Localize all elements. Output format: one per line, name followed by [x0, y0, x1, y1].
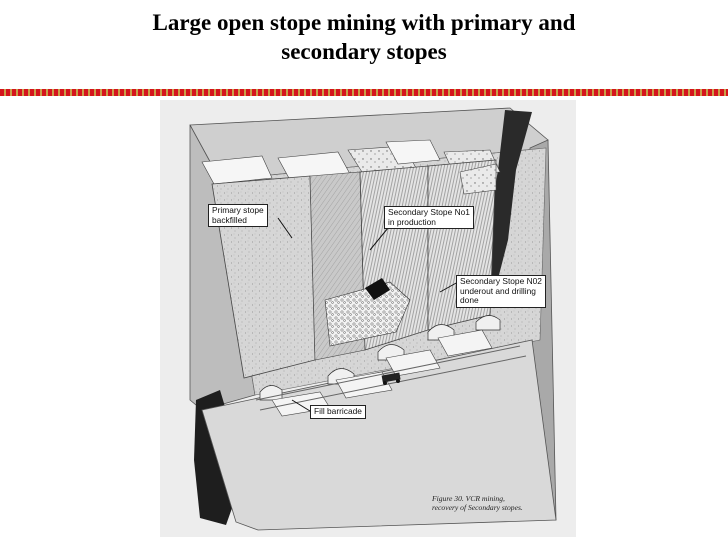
- figure-caption: Figure 30. VCR mining, recovery of Secon…: [432, 494, 523, 513]
- stope-cutaway-illustration: [160, 100, 576, 537]
- decorative-divider-rule: [0, 89, 728, 96]
- stope-mining-figure: Primary stope backfilled Secondary Stope…: [160, 100, 576, 537]
- label-secondary-stope-no2: Secondary Stope N02 underout and drillin…: [456, 275, 546, 308]
- loader-vehicle-icon: [381, 372, 401, 385]
- slide-title: Large open stope mining with primary and…: [0, 8, 728, 66]
- label-fill-barricade: Fill barricade: [310, 405, 366, 419]
- slide-title-line-2: secondary stopes: [281, 39, 447, 64]
- slide-title-line-1: Large open stope mining with primary and: [152, 10, 576, 35]
- label-primary-stope: Primary stope backfilled: [208, 204, 268, 227]
- label-secondary-stope-no1: Secondary Stope No1 in production: [384, 206, 474, 229]
